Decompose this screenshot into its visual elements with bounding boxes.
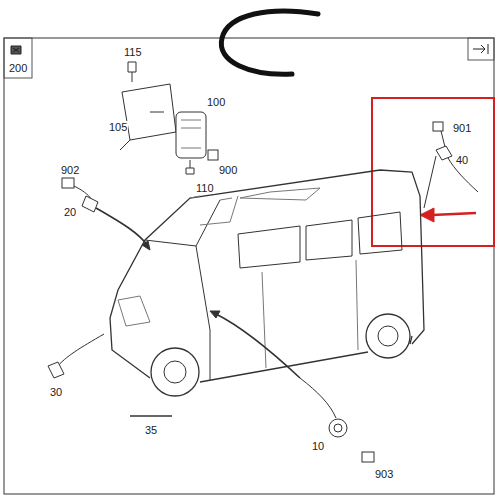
leader <box>441 131 445 147</box>
red-arrowhead <box>420 208 434 222</box>
sensor-10-core <box>334 424 342 432</box>
red-arrow <box>432 213 476 215</box>
van-body <box>110 170 424 344</box>
callout-number: 900 <box>218 164 238 176</box>
callout-number: 901 <box>452 122 472 134</box>
control-unit-100 <box>176 112 206 158</box>
sunroof <box>240 188 320 200</box>
wire-30 <box>56 334 104 368</box>
front-wheel <box>151 348 199 396</box>
hand-drawn-mark <box>221 11 318 74</box>
highlight-box <box>372 98 494 246</box>
pointer-arrow <box>96 208 148 246</box>
callout-number: 115 <box>123 46 143 58</box>
arrowhead <box>210 311 220 318</box>
connector-901 <box>433 122 443 131</box>
grille <box>118 296 150 326</box>
sensor-20 <box>82 196 98 212</box>
pointer-arrow <box>216 314 300 378</box>
callout-number: 100 <box>206 96 226 108</box>
callout-number: 110 <box>195 182 215 194</box>
wire-40 <box>424 156 478 208</box>
callout-number: 35 <box>144 424 158 436</box>
van-body <box>145 200 220 380</box>
callout-number: 903 <box>374 468 394 480</box>
callout-number: 10 <box>311 440 325 452</box>
unit-detail <box>181 120 201 148</box>
icon-box <box>468 38 494 60</box>
callout-number: 30 <box>49 386 63 398</box>
sensor-40 <box>436 146 452 160</box>
rear-wheel <box>366 314 410 358</box>
nav-icon <box>473 44 488 54</box>
callout-number: 20 <box>63 206 77 218</box>
van-body <box>110 318 412 382</box>
callout-number: 105 <box>108 121 128 133</box>
icon <box>11 46 21 54</box>
frame <box>4 38 494 494</box>
wire-10 <box>300 378 336 418</box>
connector-900 <box>208 150 218 160</box>
dimension-bar <box>130 415 172 416</box>
sensor-10 <box>329 419 347 437</box>
callout-number: 40 <box>455 154 469 166</box>
icon-box <box>4 38 32 78</box>
sensor-30 <box>48 362 64 378</box>
callout-number: 200 <box>8 62 28 74</box>
callout-number: 902 <box>60 164 80 176</box>
rear-hub <box>378 326 398 346</box>
screw-115 <box>128 62 136 82</box>
screw-110 <box>186 160 194 174</box>
connector-902 <box>62 178 74 188</box>
connector-903 <box>362 452 374 462</box>
side-windows <box>238 212 402 268</box>
roof-detail <box>190 196 238 225</box>
door-lines <box>262 260 358 368</box>
front-hub <box>164 361 186 383</box>
